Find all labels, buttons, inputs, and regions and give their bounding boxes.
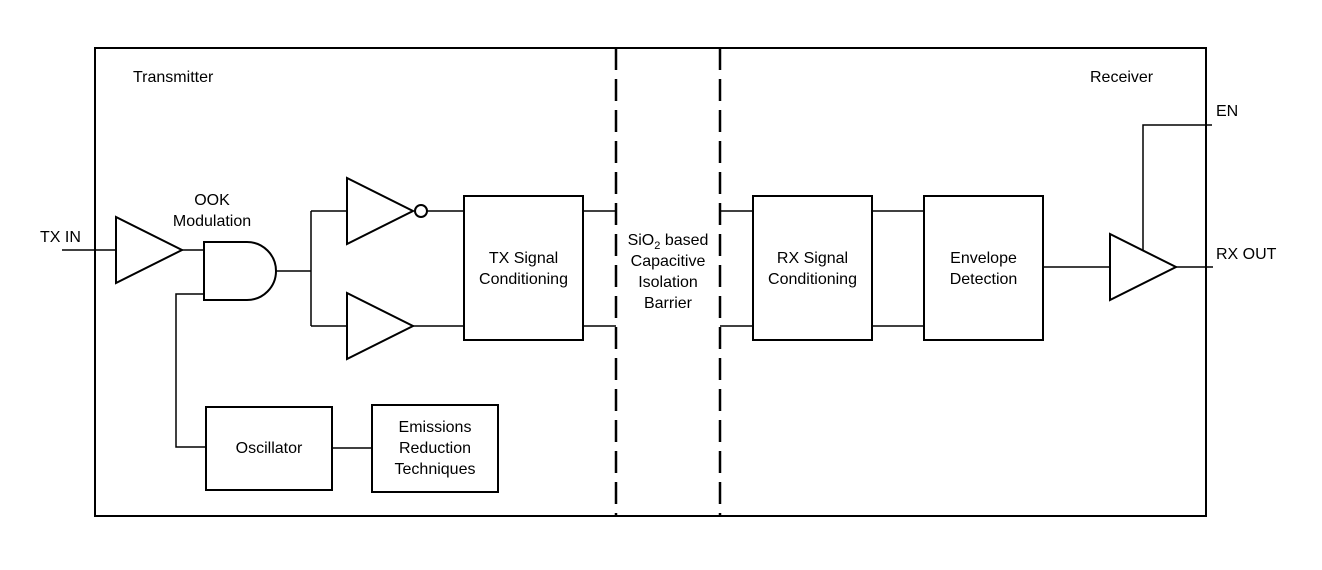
rx-cond-label-line1: RX Signal <box>777 250 848 267</box>
envelope-label-line2: Detection <box>950 271 1018 288</box>
output-buffer-triangle <box>1109 232 1179 302</box>
oscillator-to-and-wire <box>175 293 206 448</box>
ook-label-line2: Modulation <box>173 213 251 230</box>
rx-cond-label-line2: Conditioning <box>768 271 857 288</box>
barrier-label-line2: Capacitive <box>631 253 706 270</box>
tx-in-pin-label: TX IN <box>40 229 81 246</box>
barrier-label-line3: Isolation <box>638 274 698 291</box>
noninverting-driver-triangle <box>346 291 416 361</box>
oscillator-label: Oscillator <box>236 440 303 457</box>
envelope-label-line1: Envelope <box>950 250 1017 267</box>
barrier-label-line4: Barrier <box>644 295 693 312</box>
barrier-suffix: based <box>660 232 708 249</box>
receiver-label: Receiver <box>1090 69 1154 86</box>
input-buffer-triangle <box>115 215 185 285</box>
tx-cond-label-line2: Conditioning <box>479 271 568 288</box>
emissions-label-line2: Reduction <box>399 440 471 457</box>
emissions-label-line1: Emissions <box>399 419 472 436</box>
ook-and-gate <box>203 241 277 301</box>
barrier-prefix: SiO <box>628 232 655 249</box>
oscillator-block <box>205 406 333 491</box>
rx-signal-conditioning-block <box>752 195 873 341</box>
emissions-reduction-block <box>371 404 499 493</box>
barrier-label-line1: SiO2 based <box>628 232 709 252</box>
enable-wire <box>1142 124 1212 250</box>
emissions-label-line3: Techniques <box>395 461 476 478</box>
ook-label-line1: OOK <box>194 192 230 209</box>
device-outline <box>94 47 1207 517</box>
barrier-subscript: 2 <box>654 240 660 252</box>
tx-signal-conditioning-block <box>463 195 584 341</box>
envelope-detection-block <box>923 195 1044 341</box>
transmitter-label: Transmitter <box>133 69 214 86</box>
inverter-bubble <box>414 204 428 218</box>
inverting-driver-triangle <box>346 176 416 246</box>
tx-cond-label-line1: TX Signal <box>489 250 558 267</box>
en-pin-label: EN <box>1216 103 1238 120</box>
rx-out-pin-label: RX OUT <box>1216 246 1277 263</box>
